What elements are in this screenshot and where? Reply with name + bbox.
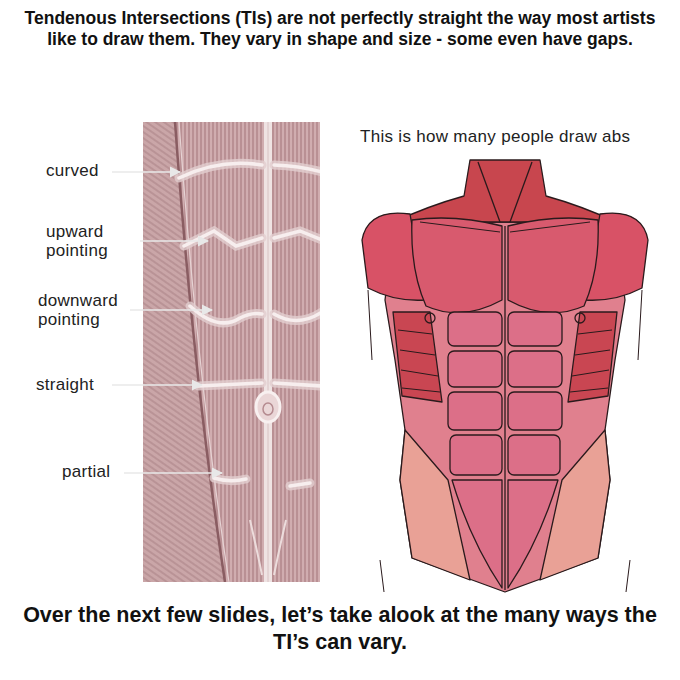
rectus-edge — [175, 122, 225, 582]
tendinous-intersections — [179, 163, 262, 178]
navel — [256, 392, 280, 422]
trapezius — [394, 160, 616, 222]
abdominal-block — [450, 435, 502, 475]
shape-label: upward pointing — [46, 222, 126, 260]
abdominal-block — [448, 392, 502, 430]
tendinous-intersections — [274, 383, 320, 386]
serratus — [568, 312, 617, 402]
leader-arrows — [112, 172, 222, 473]
center-line — [504, 226, 505, 590]
abdominal-block — [448, 351, 502, 387]
tendinous-intersections — [198, 383, 262, 386]
abdominal-block — [452, 480, 502, 588]
pectoral — [412, 218, 502, 313]
rectus-fibers — [175, 122, 320, 582]
abdominal-block — [508, 480, 558, 588]
nipple — [575, 313, 585, 323]
tendinous-intersections — [274, 383, 320, 386]
leader-arrow — [124, 472, 222, 474]
leader-arrow — [130, 309, 212, 311]
caption-text: Over the next few slides, let’s take alo… — [10, 602, 670, 656]
tendinous-intersections — [274, 165, 320, 172]
oblique-fibers — [143, 122, 320, 582]
rectus-edge — [179, 122, 229, 582]
title-text: Tendenous Intersections (TIs) are not pe… — [10, 8, 670, 50]
tendinous-intersections — [274, 312, 320, 321]
pectoral — [508, 218, 598, 313]
pyramidalis — [250, 520, 262, 575]
arm-line — [368, 290, 642, 592]
shape-label: downward pointing — [38, 291, 128, 329]
tendinous-intersections — [274, 312, 320, 321]
pyramidalis — [274, 520, 286, 575]
tendinous-intersections — [198, 383, 262, 386]
tendinous-intersections — [179, 163, 320, 486]
abdominal-block — [508, 435, 560, 475]
neck-line — [478, 162, 532, 222]
tendinous-intersections — [190, 306, 262, 323]
abdominal-block — [448, 312, 502, 346]
tendinous-intersections — [274, 231, 320, 240]
tendinous-intersections — [290, 483, 310, 486]
tendinous-intersections — [274, 165, 320, 172]
tendinous-intersections — [179, 163, 320, 486]
tendinous-intersections — [184, 231, 262, 246]
shape-label: straight — [36, 375, 116, 395]
leader-arrow — [140, 240, 208, 242]
abdominal-block — [508, 312, 562, 346]
tendinous-intersections — [290, 483, 310, 486]
linea-alba — [268, 122, 269, 582]
navel — [263, 403, 273, 415]
tendinous-intersections — [190, 306, 262, 323]
serratus — [393, 312, 442, 402]
shape-label: curved — [46, 161, 126, 181]
leader-arrow — [112, 384, 202, 386]
muscle-illustration — [143, 122, 320, 582]
tendinous-intersections — [184, 231, 262, 246]
abdominal-block — [508, 351, 562, 387]
tendinous-intersections — [179, 163, 262, 178]
tendinous-intersections — [214, 478, 246, 481]
leader-arrow — [112, 171, 180, 173]
nipple — [425, 313, 435, 323]
tendinous-intersections — [214, 478, 246, 481]
tendinous-intersections — [179, 163, 320, 486]
torso-drawing — [362, 160, 648, 592]
tendinous-intersections — [274, 231, 320, 240]
note-label: This is how many people draw abs — [360, 127, 670, 147]
linea-alba — [264, 122, 272, 582]
shape-label: partial — [62, 462, 142, 482]
abdominal-block — [508, 392, 562, 430]
